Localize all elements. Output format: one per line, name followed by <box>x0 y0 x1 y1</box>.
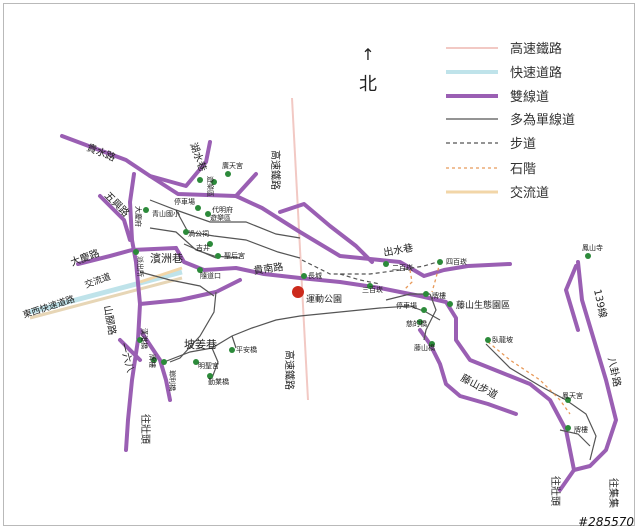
label-chushui: 出水巷 <box>382 241 414 259</box>
place-shenghougong: 聖后宮 <box>224 251 245 260</box>
place-hanggangqiao: 漢港橋 <box>140 328 149 349</box>
place-labels: 廣天宮 遊樂區 停車場 大慶府 代明府 遊樂區 青山國小 渦公祠 吉井 聖后宮 … <box>134 161 603 434</box>
place-daqingfu: 大慶府 <box>134 206 143 227</box>
label-shancheng: 山腳路 <box>101 304 119 336</box>
place-daiming: 代明府 <box>212 205 233 214</box>
place-youle-1: 遊樂區 <box>206 176 215 197</box>
label-binzhou: 濱洲巷 <box>150 251 183 265</box>
place-pailou-1: 牌樓 <box>432 291 446 300</box>
north-label: 北 <box>359 74 377 95</box>
single-lane-roads <box>139 199 597 461</box>
label-poxiang: 坡姜巷 <box>184 337 217 351</box>
place-langliqiao: 瑯利橋 <box>168 370 177 391</box>
hsr-line <box>291 97 309 401</box>
legend-label-expressway: 快速道路 <box>510 65 562 81</box>
place-qingshan: 青山國小 <box>152 209 180 218</box>
label-dongxi-express: 東西快速道路 <box>21 293 76 321</box>
place-changcheng: 長城 <box>308 272 322 280</box>
legend: 高速鐵路 快速道路 雙線道 多為單線道 步道 石階 交流道 <box>446 41 575 201</box>
place-jijing: 吉井 <box>196 243 210 252</box>
north-arrow: ↑ <box>361 45 374 64</box>
legend-label-steps: 石階 <box>510 162 536 177</box>
place-guangtiangong: 廣天宮 <box>222 161 243 170</box>
label-guinan: 貴南路 <box>253 260 285 277</box>
sports-park-marker <box>292 286 304 298</box>
label-guishui: 貴水路 <box>85 141 118 164</box>
legend-label-double: 雙線道 <box>510 89 549 105</box>
place-youle-2: 遊樂區 <box>210 213 231 222</box>
place-sanbaikan: 三百崁 <box>362 286 383 294</box>
label-wangzhuangtou-right: 往壯頭 <box>549 476 562 506</box>
map-frame <box>3 3 635 526</box>
place-fengshansi: 鳳山寺 <box>582 243 603 252</box>
place-songshanqiao: 藤山橋 <box>414 343 435 352</box>
label-daqing: 大慶路 <box>69 246 102 268</box>
place-qinyeqiao: 勤業橋 <box>208 377 229 386</box>
label-hsr-top: 高速鐵路 <box>269 150 282 190</box>
label-hsr-bottom: 高速鐵路 <box>283 350 296 390</box>
label-jiaoliudao: 交流道 <box>83 270 112 291</box>
place-sports-park: 運動公園 <box>306 294 342 305</box>
place-parking-1: 停車場 <box>174 197 195 206</box>
place-pailou-3: 牌樓 <box>148 354 157 368</box>
place-suidaokou: 隨道口 <box>200 271 221 280</box>
stone-steps <box>403 261 571 415</box>
place-wogongci: 渦公祠 <box>188 229 209 238</box>
legend-label-single: 多為單線道 <box>510 112 575 128</box>
expressway <box>29 266 183 320</box>
label-wangzhuangtou-left: 往壯頭 <box>139 414 152 444</box>
label-wangjiji: 往集集 <box>607 478 620 508</box>
place-songshan-eco: 藤山生態園區 <box>456 299 510 311</box>
place-erbaikan: 二百崁 <box>392 264 413 272</box>
legend-label-hsr: 高速鐵路 <box>510 41 562 57</box>
place-parking-2: 停車場 <box>396 301 417 310</box>
legend-label-interchange: 交流道 <box>510 185 549 201</box>
watermark: #285570 <box>578 515 634 529</box>
place-dots <box>133 171 591 431</box>
double-lane-roads <box>60 134 618 492</box>
place-sibaikan: 四百崁 <box>446 258 467 266</box>
place-mingshenggong: 明聖宮 <box>198 361 219 370</box>
label-139: 139線 <box>591 288 610 319</box>
place-paichusuo: 派出所 <box>136 256 145 277</box>
trails <box>301 259 445 285</box>
place-pailou-2: 牌樓 <box>574 425 588 434</box>
place-wolongpo: 臥龍坡 <box>492 335 513 344</box>
place-pinganqiao: 平安橋 <box>236 345 257 354</box>
place-cidiqiao: 慈的橋 <box>406 319 427 328</box>
place-fengtiangong: 鳳天宮 <box>562 391 583 400</box>
legend-label-trail: 步道 <box>510 137 536 152</box>
